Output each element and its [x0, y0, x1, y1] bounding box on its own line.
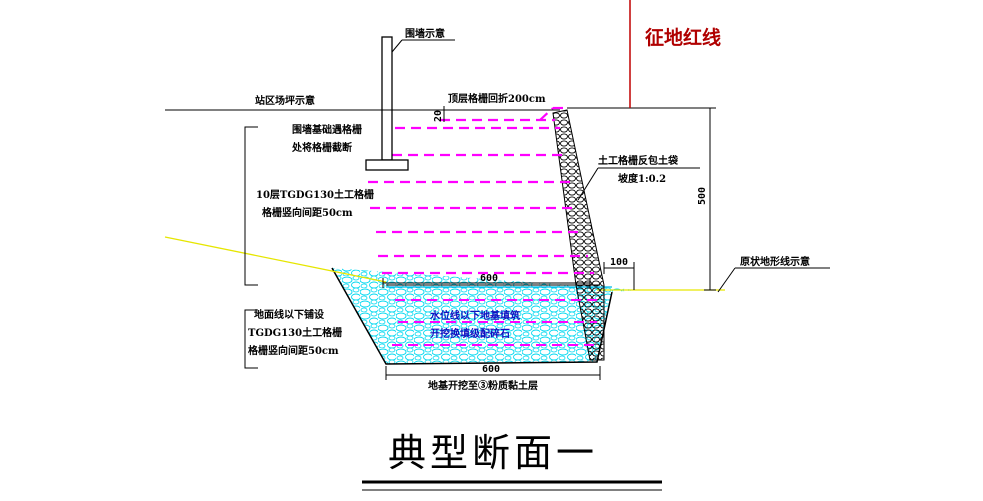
left-bracket-lower	[244, 309, 258, 369]
original-ground-line	[164, 236, 387, 283]
facing-label-2: 坡度1:0.2	[618, 172, 666, 185]
height-value: 500	[697, 187, 708, 205]
toe-dimension	[603, 262, 635, 290]
geogrid-layers-below	[392, 299, 597, 346]
top-wrap-label: 顶层格栅回折200cm	[448, 92, 546, 105]
fence	[365, 36, 409, 171]
top-step-value: 20	[433, 110, 444, 122]
lower-width-value: 600	[482, 364, 500, 375]
fence-footing	[365, 159, 409, 171]
fill-label-1: 水位线以下地基填筑	[429, 309, 520, 322]
boundary-label: 征地红线	[645, 26, 721, 49]
lower-width-dimension	[385, 366, 601, 380]
below-ground-label-3: 格栅竖向间距50cm	[248, 344, 339, 357]
fence-base-label-1: 围墙基础遇格栅	[292, 123, 362, 136]
geogrid-layers	[368, 106, 594, 275]
upper-width-value: 600	[480, 273, 498, 284]
fence-base-label-2: 处将格栅截断	[291, 141, 352, 154]
layers-label-1: 10层TGDG130土工格栅	[256, 188, 374, 201]
geogrid-layer	[539, 107, 554, 121]
fence-post	[381, 36, 393, 161]
original-ground-label: 原状地形线示意	[740, 255, 810, 268]
facing-leader	[577, 167, 599, 201]
gravel-fill-zone	[332, 268, 640, 364]
left-bracket-upper	[244, 126, 258, 286]
sandbag-facing	[552, 109, 605, 361]
toe-value: 100	[610, 257, 628, 268]
below-ground-label-2: TGDG130土工格栅	[248, 326, 342, 339]
below-ground-label-1: 地面线以下铺设	[254, 308, 324, 321]
fill-label-2: 开挖换填级配碎石	[430, 327, 510, 340]
layers-label-2: 格栅竖向间距50cm	[262, 206, 353, 219]
drawing-title: 典型断面一	[388, 431, 598, 475]
height-dimension	[704, 107, 716, 291]
fence-leader	[391, 39, 403, 53]
fence-label: 围墙示意	[405, 27, 445, 40]
site-level-label: 站区场坪示意	[255, 94, 315, 107]
foundation-label: 地基开挖至③粉质黏土层	[428, 379, 538, 392]
ground-leader	[717, 267, 736, 293]
facing-label-1: 土工格栅反包土袋	[598, 154, 679, 167]
upper-width-dimension	[382, 278, 591, 288]
